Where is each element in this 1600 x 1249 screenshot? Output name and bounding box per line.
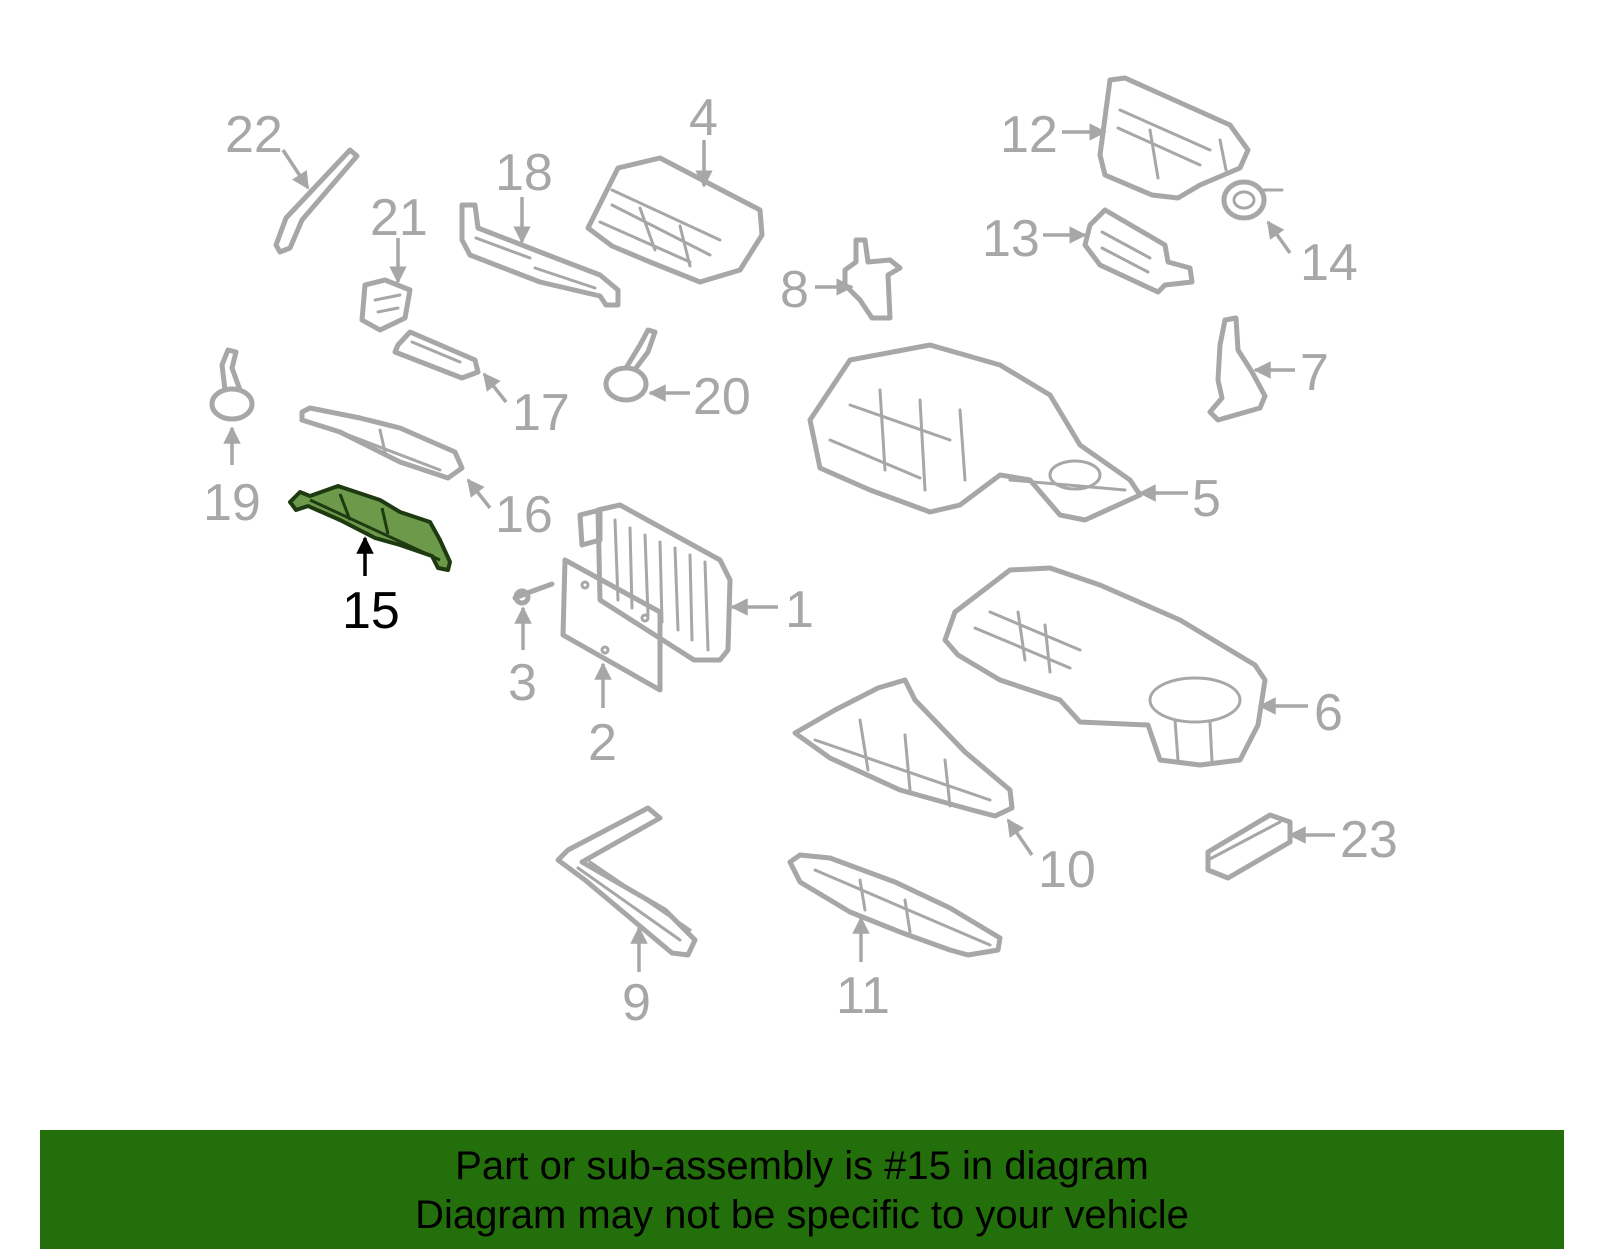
- callout-10: 10: [1038, 841, 1096, 899]
- part-21[interactable]: 21: [359, 189, 428, 333]
- callout-11: 11: [836, 967, 890, 1025]
- part-3[interactable]: 3: [508, 581, 555, 712]
- part-1[interactable]: 1: [577, 502, 814, 663]
- part-17[interactable]: 17: [392, 329, 570, 442]
- part-12[interactable]: 12: [1000, 75, 1251, 201]
- callout-12: 12: [1000, 106, 1058, 164]
- part-7[interactable]: 7: [1207, 315, 1329, 423]
- part-14[interactable]: 14: [1221, 179, 1358, 292]
- callout-15: 15: [342, 582, 400, 640]
- callout-13: 13: [982, 210, 1040, 268]
- callout-8: 8: [780, 261, 809, 319]
- footer-line-disclaimer: Diagram may not be specific to your vehi…: [415, 1193, 1189, 1237]
- callout-22: 22: [225, 106, 283, 164]
- part-11[interactable]: 11: [787, 852, 1003, 1025]
- part-23[interactable]: 23: [1205, 811, 1398, 881]
- part-22[interactable]: 22: [225, 106, 360, 255]
- part-9[interactable]: 9: [555, 805, 698, 1032]
- part-18[interactable]: 18: [459, 144, 621, 308]
- part-20[interactable]: 20: [603, 327, 751, 426]
- callout-17: 17: [512, 384, 570, 442]
- callout-18: 18: [495, 144, 553, 202]
- callout-16: 16: [495, 486, 553, 544]
- part-10[interactable]: 10: [792, 677, 1096, 899]
- callout-19: 19: [203, 474, 261, 532]
- callout-1: 1: [785, 581, 814, 639]
- callout-9: 9: [622, 974, 651, 1032]
- part-8[interactable]: 8: [780, 237, 903, 321]
- part-16[interactable]: 16: [299, 405, 553, 544]
- part-6[interactable]: 6: [942, 565, 1343, 768]
- part-19[interactable]: 19: [203, 347, 261, 532]
- part-13[interactable]: 13: [982, 207, 1195, 295]
- callout-4: 4: [689, 89, 718, 147]
- part-15-highlighted[interactable]: 15: [288, 484, 452, 640]
- callout-23: 23: [1340, 811, 1398, 869]
- callout-5: 5: [1192, 470, 1221, 528]
- part-5[interactable]: 5: [807, 342, 1221, 528]
- part-2[interactable]: 2: [560, 557, 663, 772]
- callout-20: 20: [693, 368, 751, 426]
- part-4[interactable]: 4: [585, 89, 765, 285]
- footer-line-part-number: Part or sub-assembly is #15 in diagram: [455, 1144, 1149, 1188]
- callout-2: 2: [588, 714, 617, 772]
- callout-14: 14: [1300, 234, 1358, 292]
- callout-21: 21: [370, 189, 428, 247]
- callout-7: 7: [1300, 344, 1329, 402]
- callout-6: 6: [1314, 684, 1343, 742]
- callout-3: 3: [508, 654, 537, 712]
- footer-banner: Part or sub-assembly is #15 in diagram D…: [40, 1130, 1564, 1249]
